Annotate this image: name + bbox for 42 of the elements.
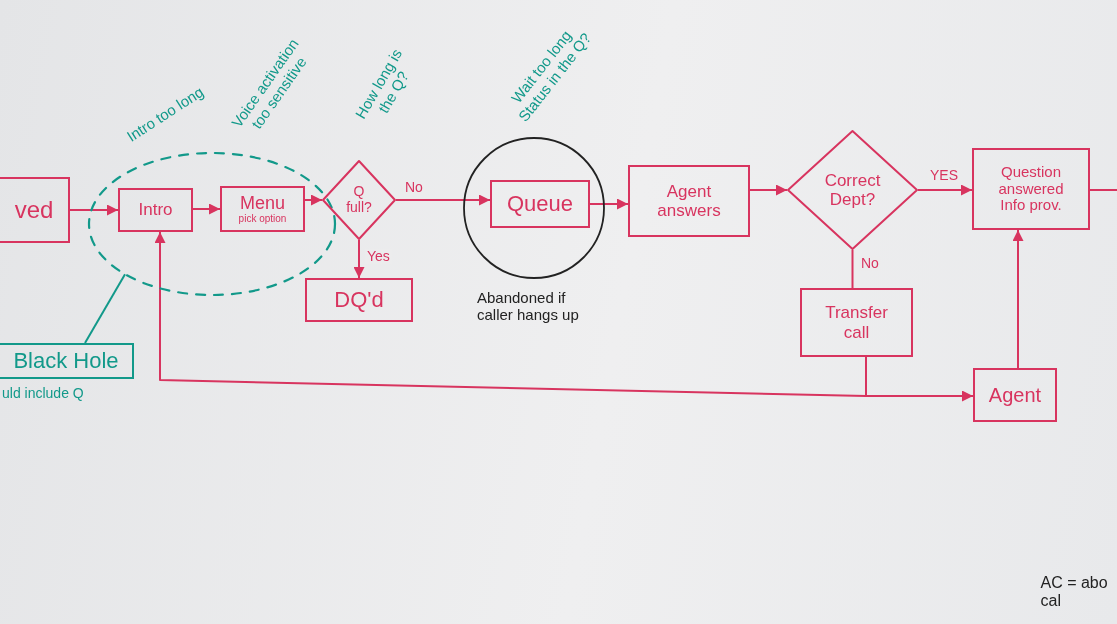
process-box <box>118 188 193 232</box>
flow-arrow <box>192 203 221 215</box>
decision-diamond <box>322 160 396 240</box>
flow-arrow <box>154 231 867 397</box>
annotation-note: Intro too long <box>123 82 207 146</box>
box-label: Question answered Info prov. <box>997 163 1065 215</box>
box-label: Menu <box>240 193 285 214</box>
box-label: Black Hole <box>13 348 119 374</box>
process-box <box>972 148 1090 230</box>
flow-arrow <box>395 194 491 206</box>
flow-arrow <box>304 194 323 206</box>
flow-arrow <box>69 204 119 216</box>
flow-arrow <box>917 184 973 196</box>
decision-label: Correct Dept? <box>823 170 882 210</box>
process-box <box>305 278 413 322</box>
leader-line <box>84 273 127 344</box>
process-box <box>220 186 305 232</box>
box-label: Queue <box>506 191 574 217</box>
decision-label: Q full? <box>345 184 373 216</box>
flow-arrow <box>1012 229 1024 369</box>
box-label: DQ'd <box>334 287 384 313</box>
footnote: AC = abo cal <box>1040 573 1109 611</box>
connector-line <box>1089 189 1117 191</box>
box-sublabel: pick option <box>238 213 287 225</box>
grouping-ellipse <box>88 152 336 296</box>
process-box <box>0 177 70 243</box>
caption-text: Abandoned if caller hangs up <box>477 289 580 324</box>
caption-text: uld include Q <box>2 385 85 402</box>
box-label: Transfer call <box>824 303 889 342</box>
connector-line <box>851 249 854 289</box>
box-label: Agent answers <box>656 181 722 221</box>
process-box <box>490 180 590 228</box>
flow-arrow <box>353 239 365 279</box>
process-box <box>800 288 913 357</box>
box-label: ved <box>14 196 54 224</box>
process-box <box>973 368 1057 422</box>
box-label: Agent <box>988 383 1042 407</box>
decision-diamond <box>787 130 918 250</box>
process-box <box>628 165 750 237</box>
box-label: Intro <box>138 200 173 220</box>
flow-arrow <box>749 184 788 196</box>
flow-arrow <box>589 198 629 210</box>
